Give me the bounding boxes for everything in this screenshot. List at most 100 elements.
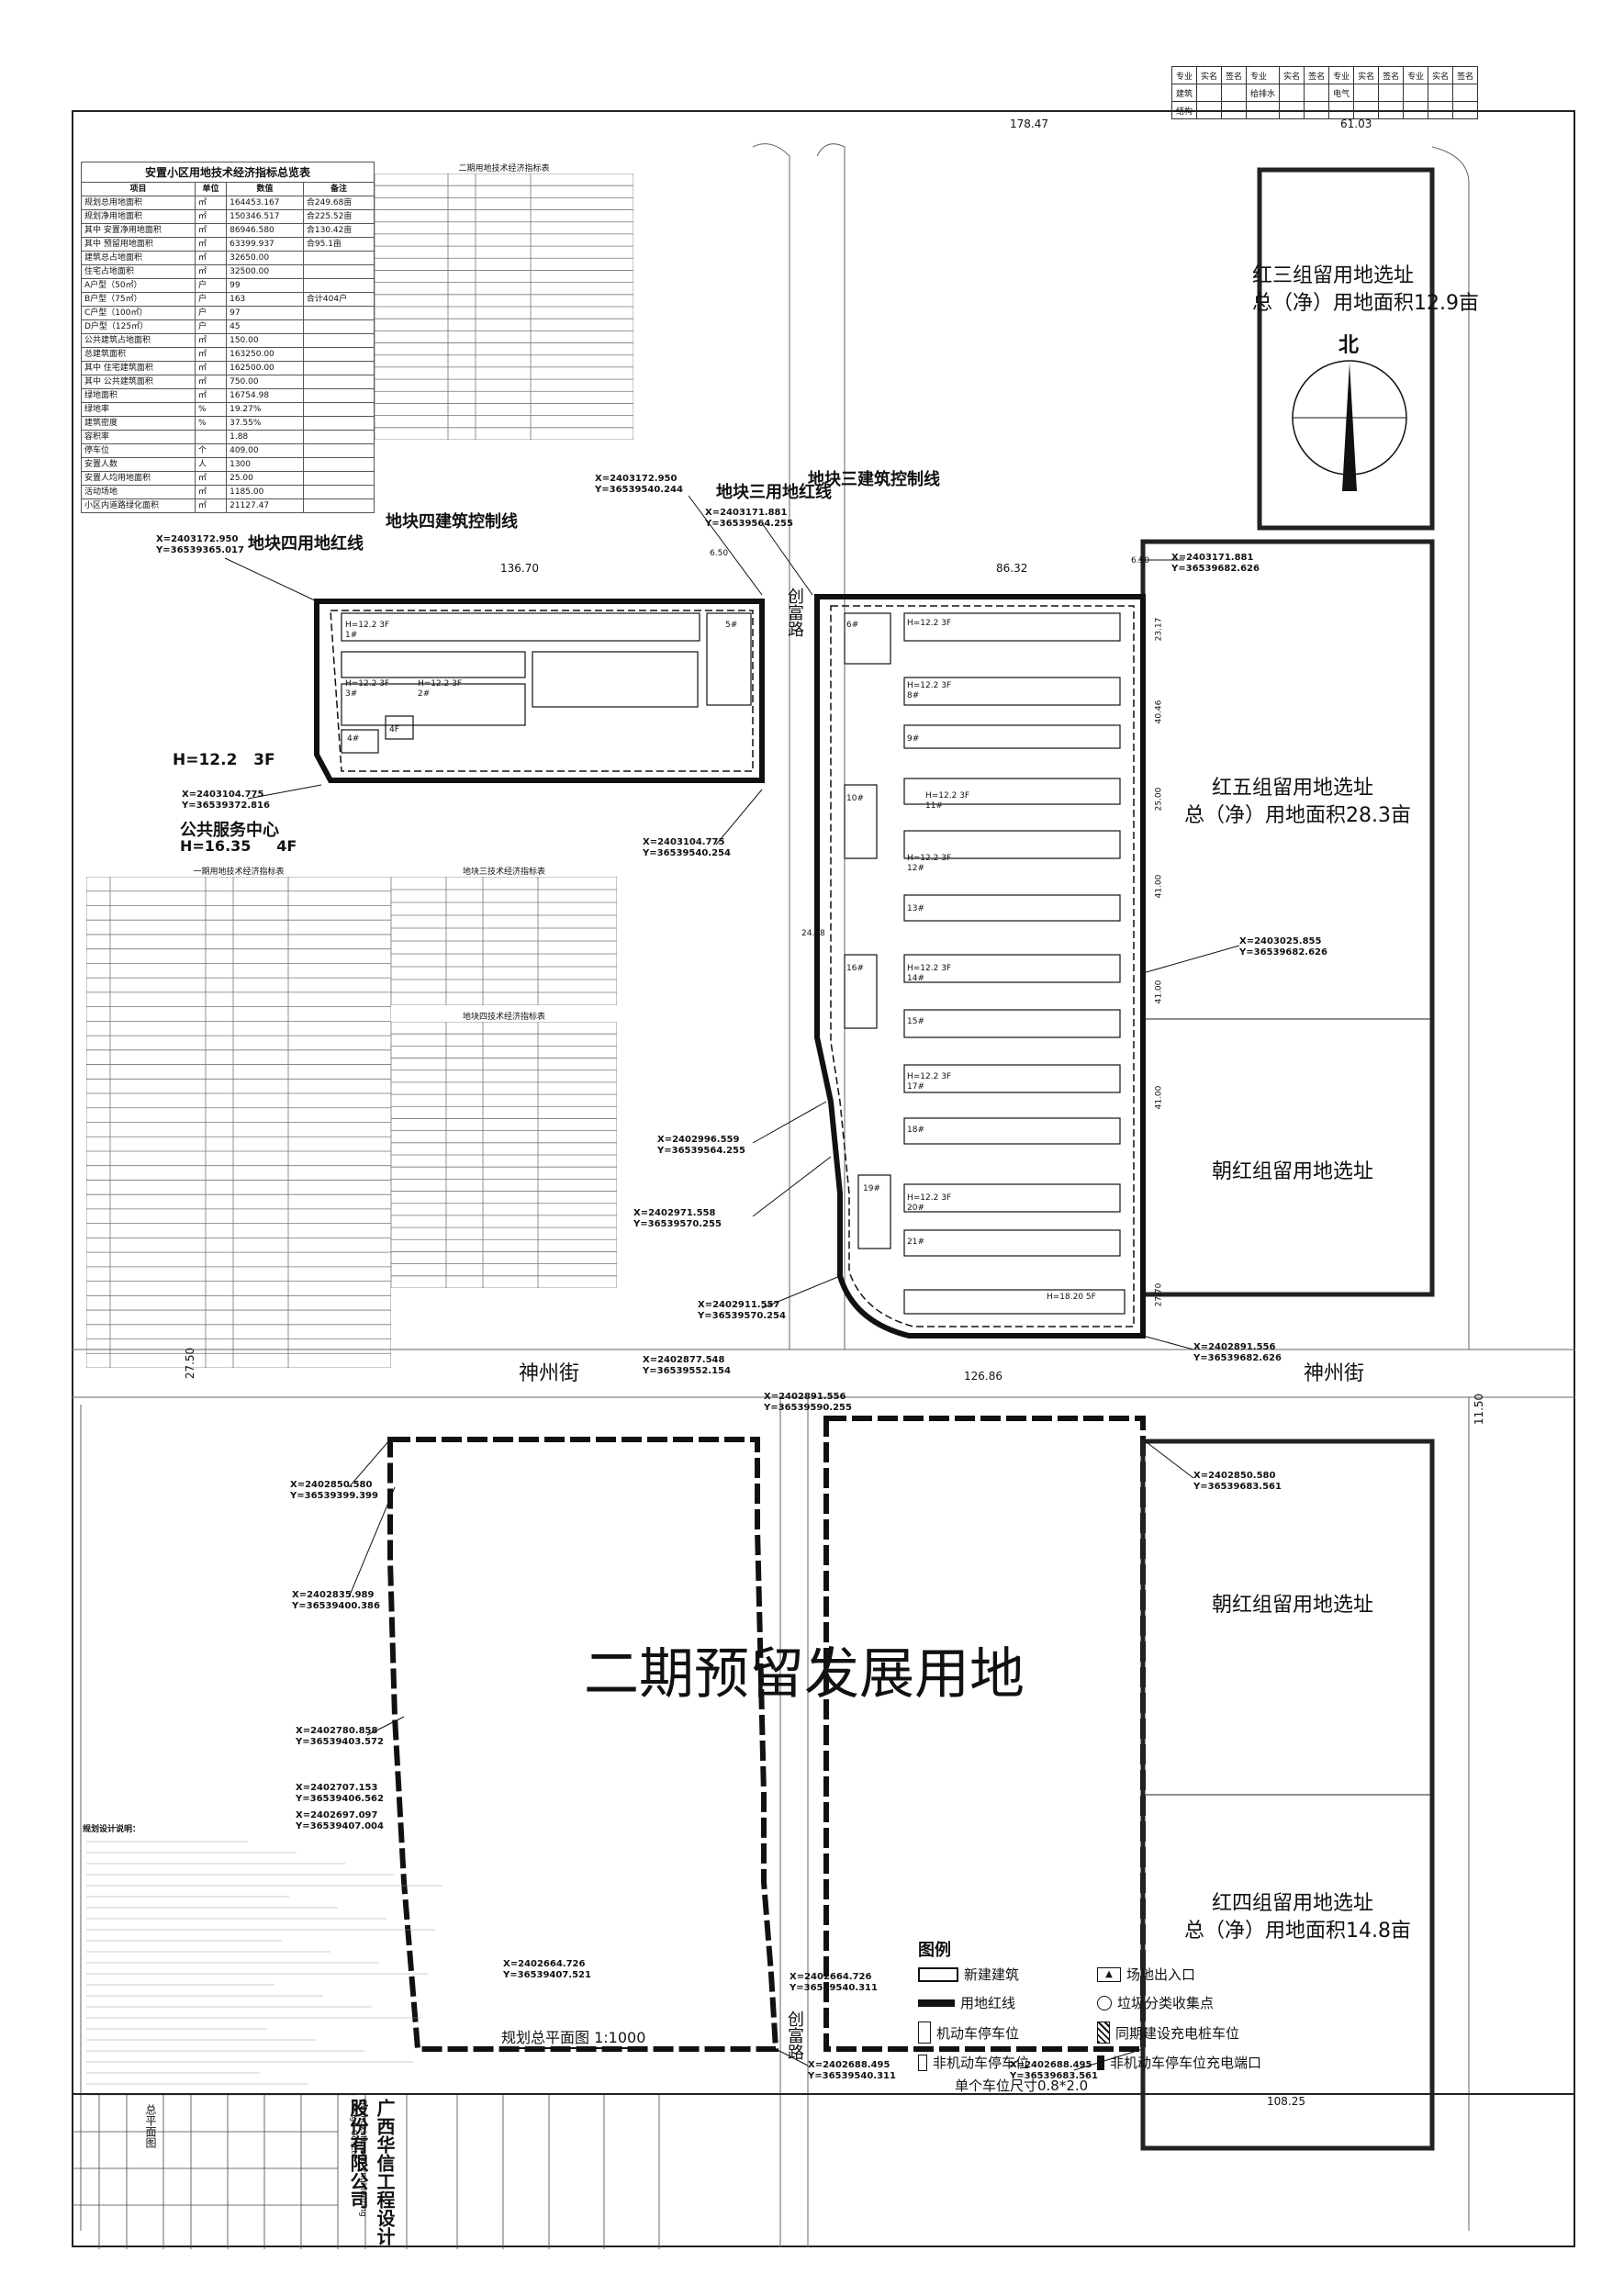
building-label: 10# (846, 794, 864, 804)
legend-label: 机动车停车位 (936, 2024, 1020, 2042)
plot3-table-grid (390, 876, 618, 1006)
building-height: H=12.2 3F (345, 621, 390, 630)
table-cell: % (194, 416, 228, 431)
building-footprint (903, 954, 1121, 983)
building-label: 4# (347, 734, 359, 745)
legend-label: 新建建筑 (964, 1966, 1020, 1983)
road-shenzhou-left: 神州街 (519, 1362, 580, 1385)
phase2-site (387, 1416, 1146, 2052)
dim-650a: 6.50 (710, 549, 729, 558)
scale-title: 规划总平面图 1:1000 (501, 2025, 646, 2049)
plot4-table-title: 地块四技术经济指标表 (462, 1013, 545, 1022)
red4-area-label: 总（净）用地面积14.8亩 (1184, 1920, 1411, 1943)
building-id: 15# (907, 1017, 924, 1026)
table-cell: ㎡ (194, 498, 228, 513)
building-footprint (903, 830, 1121, 859)
building-id: 8# (907, 691, 920, 700)
plot3-redline-label: 地块三用地红线 (716, 483, 832, 502)
red5-area-label: 总（净）用地面积28.3亩 (1184, 804, 1411, 827)
coord-label: X=2402996.559 Y=36539564.255 (657, 1135, 745, 1156)
coord-label: X=2403025.855 Y=36539682.626 (1239, 936, 1327, 958)
building-footprint (903, 1117, 1121, 1145)
building-footprint (903, 778, 1121, 805)
dim-4100a: 41.00 (1154, 874, 1164, 899)
building-id: 20# (907, 1204, 924, 1213)
dim-650b: 6.50 (1131, 556, 1150, 566)
dim-2500: 25.00 (1154, 787, 1164, 812)
dim-1150: 11.50 (1473, 1393, 1486, 1426)
coord-label: X=2402664.726 Y=36539407.521 (503, 1959, 591, 1980)
coord-label: X=2402707.153 Y=36539406.562 (296, 1783, 384, 1804)
legend-item: ▲场地出入口 (1097, 1965, 1267, 1984)
dim-4100b: 41.00 (1154, 980, 1164, 1004)
building-icon (918, 1966, 958, 1982)
legend-item: 非机动车停车位 (918, 2053, 1088, 2072)
building-id: 11# (925, 801, 943, 811)
charger-icon (1097, 2022, 1110, 2044)
building-height: H=12.2 3F (907, 619, 952, 628)
road-chuangfu-top: 创富路 (785, 588, 804, 637)
summary-table-title: 安置小区用地技术经济指标总览表 (81, 162, 375, 182)
building-id: 9# (907, 734, 920, 744)
coord-label: X=2402835.989 Y=36539400.386 (292, 1590, 380, 1611)
bike-charger-icon (1097, 2055, 1104, 2070)
table-cell: 合249.68亩 (302, 196, 375, 210)
signature-header: 专业实名签名 专业实名签名 专业实名签名 专业实名签名 建筑 给排水 电气 结构 (1170, 66, 1479, 119)
plot4-ctrl-label: 地块四建筑控制线 (386, 512, 518, 532)
sig-cell: 结构 (1170, 101, 1198, 119)
entrance-icon: ▲ (1097, 1966, 1121, 1982)
building-label: 4F (389, 725, 399, 735)
building-footprint (903, 894, 1121, 922)
building-id: 19# (863, 1184, 880, 1193)
building-id: 21# (907, 1238, 924, 1247)
plot4-redline-label: 地块四用地红线 (248, 534, 364, 554)
table-row: 绿地率%19.27% (81, 402, 375, 417)
building-label: 6# (846, 621, 858, 631)
building-id: 1# (345, 631, 358, 640)
building-id: 16# (846, 964, 864, 973)
building-footprint (903, 1064, 1121, 1093)
road-lines (72, 143, 1575, 2247)
dim-126: 126.86 (964, 1370, 1002, 1383)
road-shenzhou-right: 神州街 (1304, 1362, 1365, 1385)
coordinate-leaders (224, 495, 1240, 2071)
coord-label: X=2402780.858 Y=36539403.572 (296, 1726, 384, 1747)
design-notes: 规划设计说明： (83, 1822, 468, 2113)
south-east-strip (1140, 1439, 1435, 2151)
building-footprint (903, 1183, 1121, 1213)
plot3-site (814, 594, 1146, 1338)
building-height: H=12.2 3F (907, 964, 952, 973)
plot4-table: 地块四技术经济指标表 (390, 1010, 618, 1289)
legend-item: 用地红线 (918, 1993, 1088, 2012)
legend-item: 新建建筑 (918, 1965, 1088, 1984)
building-label: 21# (907, 1238, 924, 1248)
chaohong-b-label: 朝红组留用地选址 (1212, 1594, 1374, 1617)
table-cell: ㎡ (194, 388, 228, 403)
plot3-ctrl-label: 地块三建筑控制线 (808, 470, 940, 489)
building-footprint (844, 954, 878, 1029)
company-name: 广西华信工程设计股份有限公司 (347, 2099, 396, 2246)
legend-item: 同期建设充电桩车位 (1097, 2022, 1267, 2044)
building-height: H=12.2 3F (345, 679, 390, 689)
redline-icon (918, 1999, 955, 2007)
phase2-label: 二期预留发展用地 (584, 1642, 1025, 1707)
dim-108: 108.25 (1267, 2095, 1305, 2108)
notes-title: 规划设计说明： (83, 1825, 141, 1834)
coord-label: X=2403171.881 Y=36539564.255 (705, 508, 793, 529)
